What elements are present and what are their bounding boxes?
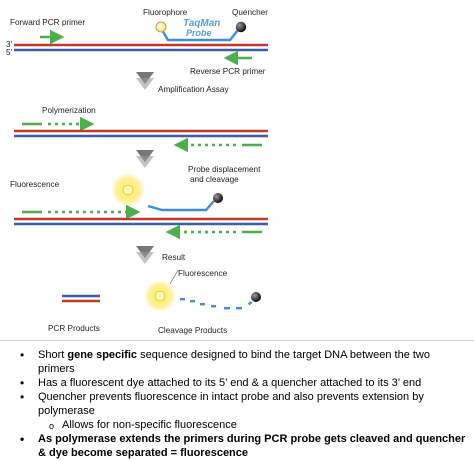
note-item-3: Quencher prevents fluorescence in intact… — [0, 390, 474, 418]
quencher-label: Quencher — [232, 8, 268, 17]
taqman-diagram-svg: Fluorophore Quencher TaqMan Probe Forwar… — [6, 8, 269, 335]
cleavage-products-label: Cleavage Products — [158, 326, 227, 335]
note-1-post: sequence designed to bind the target DNA… — [38, 349, 430, 375]
strand-3-label: 3' — [6, 40, 13, 49]
pcr-products-label: PCR Products — [48, 324, 100, 333]
note-1-bold: gene specific — [67, 349, 138, 361]
probe-displacement-label: Probe displacement — [188, 165, 261, 174]
notes-list: Short gene specific sequence designed to… — [0, 348, 474, 460]
fluorescence-label-2: Fluorescence — [178, 269, 228, 278]
fluorophore-icon — [155, 21, 167, 33]
forward-primer-label: Forward PCR primer — [10, 18, 85, 27]
fluorescence-label-1: Fluorescence — [10, 180, 60, 189]
taqman-probe — [160, 29, 239, 42]
note-4-text: As polymerase extends the primers during… — [38, 433, 466, 459]
taqman-label: TaqMan — [183, 18, 220, 29]
probe-label: Probe — [186, 28, 212, 38]
note-item-1: Short gene specific sequence designed to… — [0, 348, 474, 376]
cleavage-fragments — [180, 298, 253, 310]
polymerization-label: Polymerization — [42, 106, 96, 115]
note-item-3-sub: Allows for non-specific fluorescence — [0, 418, 474, 433]
result-label: Result — [162, 253, 186, 262]
strand-5-label: 5' — [6, 48, 13, 57]
note-item-4: As polymerase extends the primers during… — [0, 432, 474, 460]
note-1-pre: Short — [38, 349, 68, 361]
displaced-probe — [147, 200, 215, 212]
probe-cleavage-label: and cleavage — [190, 175, 239, 184]
amplification-assay-label: Amplification Assay — [158, 85, 229, 94]
notes-section: Short gene specific sequence designed to… — [0, 348, 474, 460]
note-item-2: Has a fluorescent dye attached to its 5’… — [0, 376, 474, 390]
note-2-text: Has a fluorescent dye attached to its 5’… — [38, 377, 422, 389]
taqman-diagram: Fluorophore Quencher TaqMan Probe Forwar… — [6, 8, 269, 335]
fluorophore-label: Fluorophore — [143, 8, 188, 17]
reverse-primer-label: Reverse PCR primer — [190, 67, 266, 76]
divider — [0, 340, 474, 341]
quencher-icon-2 — [213, 193, 223, 203]
quencher-icon-3 — [251, 292, 261, 302]
quencher-icon — [235, 21, 247, 33]
note-3-text: Quencher prevents fluorescence in intact… — [38, 391, 424, 417]
note-3-sub-text: Allows for non-specific fluorescence — [62, 419, 237, 431]
